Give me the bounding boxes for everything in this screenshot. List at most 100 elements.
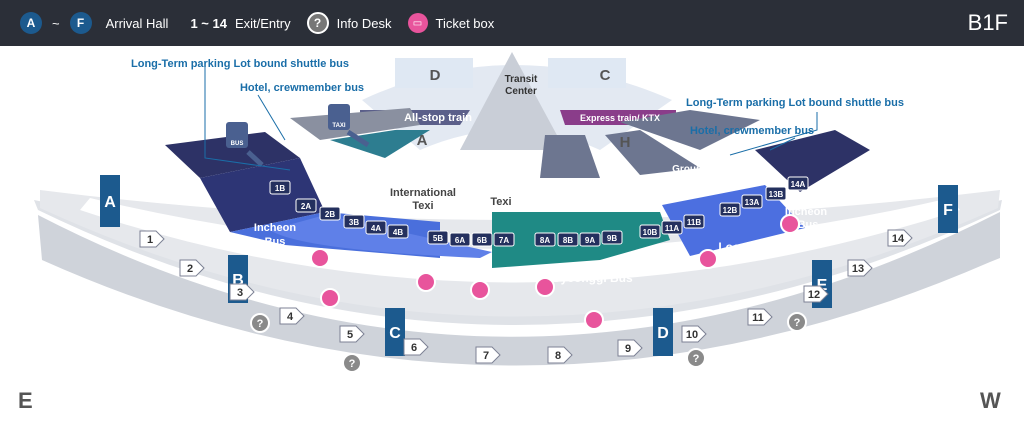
local-bus-bay: [662, 185, 805, 256]
stop-label-1b: 1B: [275, 184, 285, 193]
callout-long-term-right: [729, 112, 818, 156]
gate-b-label: B: [232, 272, 244, 289]
gate-f-pillar: [938, 185, 958, 233]
local-bus-label: Local Bus: [718, 240, 776, 254]
exit-label-12: 12: [808, 289, 820, 301]
exit-label-5: 5: [347, 329, 353, 341]
stop-marker-8b: [557, 232, 579, 247]
stop-label-8a: 8A: [540, 236, 550, 245]
group-bus-right-lower-bay: [605, 130, 700, 175]
exit-label-4: 4: [287, 311, 294, 323]
ticket-box-icon-1: [310, 248, 330, 268]
incheon-bus-left-upper: [165, 132, 300, 178]
info-desk-icon-4: [787, 312, 807, 332]
sidewalk: [80, 198, 960, 283]
info-desk-glyph-3: ?: [693, 353, 700, 365]
stop-label-6b: 6B: [477, 236, 487, 245]
stop-marker-9b: [601, 230, 623, 245]
gyeonggi-bus-label: Gyeonggi Bus: [551, 271, 633, 285]
info-desk-glyph-4: ?: [794, 317, 801, 329]
stop-marker-2b: [319, 206, 341, 221]
stop-marker-14a: [787, 176, 809, 191]
legend: A ~ F Arrival Hall 1 ~ 14 Exit/Entry ? I…: [20, 0, 494, 46]
exit-label-8: 8: [555, 350, 561, 362]
stop-marker-10b: [639, 224, 661, 239]
group-bus-label-mid: Group Bus: [540, 196, 592, 207]
group-bus-label-left: Group Bus: [324, 157, 376, 168]
ticket-box-icon: ▭: [407, 13, 428, 33]
stop-label-10b: 10B: [643, 228, 658, 237]
zone-h-label: H: [620, 134, 631, 151]
exit-marker-11: [747, 308, 773, 326]
ticket-box-icon-4: [470, 280, 490, 300]
incheon-bus-label-left-1: Incheon: [254, 222, 296, 234]
exit-marker-7: [475, 346, 501, 364]
group-bus-left-bay: [290, 108, 420, 140]
stop-marker-11b: [683, 214, 705, 229]
info-desk-icon: ?: [306, 12, 329, 34]
callout-hotel-left: [257, 94, 286, 141]
exit-marker-10: [681, 325, 707, 343]
ticket-box-icon-3: [416, 272, 436, 292]
stop-label-11b: 11B: [687, 218, 701, 227]
exit-range: 1 ~ 14: [190, 15, 227, 31]
floor-level: B1F: [967, 10, 1008, 35]
seoul-bus-label: Seoul Bus: [368, 260, 427, 274]
exit-label-13: 13: [852, 263, 864, 275]
exit-marker-2: [179, 259, 205, 277]
zone-c-area: [548, 58, 626, 88]
stop-label-11a: 11A: [665, 224, 679, 233]
stop-marker-12b: [719, 202, 741, 217]
bus-arrow: [246, 150, 264, 167]
ticket-box-label: Ticket box: [435, 15, 495, 31]
express-train-label: Express train/ KTX: [580, 113, 660, 123]
all-stop-train-label: All-stop train: [404, 112, 472, 124]
gate-c-pillar: [385, 308, 405, 356]
stop-label-4b: 4B: [393, 228, 403, 237]
callout-long-term-left: [204, 65, 291, 171]
stop-marker-7a: [493, 232, 515, 247]
exit-label-7: 7: [483, 350, 489, 362]
group-bus-mid-bay: [540, 135, 600, 178]
ticket-box-icon-7: [698, 249, 718, 269]
exit-entry-label: Exit/Entry: [234, 15, 291, 31]
exit-marker-3: [229, 283, 255, 301]
incheon-bus-label-left-2: Bus: [265, 236, 286, 248]
gate-c-label: C: [389, 325, 401, 342]
exit-marker-1: [139, 230, 165, 248]
stop-marker-1b: [269, 180, 291, 195]
taxi-icon-label: TAXI: [332, 123, 346, 129]
stop-label-13a: 13A: [745, 198, 760, 207]
compass-east: E: [18, 388, 33, 413]
stop-marker-3b: [343, 214, 365, 229]
range-separator: ~: [52, 15, 60, 31]
stop-marker-13a: [741, 194, 763, 209]
taxi-arrow: [346, 129, 370, 148]
callout-hotel-right: [769, 137, 796, 151]
international-taxi-label-2: Texi: [412, 200, 433, 212]
stop-marker-2a: [295, 198, 317, 213]
exit-marker-4: [279, 307, 305, 325]
info-desk-label: Info Desk: [336, 15, 392, 31]
incheon-bus-right-bay: [755, 130, 870, 192]
exit-label-3: 3: [237, 287, 243, 299]
legend-bar: A ~ F Arrival Hall 1 ~ 14 Exit/Entry ? I…: [0, 0, 1024, 46]
international-taxi-label-1: International: [390, 187, 456, 199]
exit-marker-8: [547, 346, 573, 364]
long-term-parking-label-right: Long-Term parking Lot bound shuttle bus: [686, 97, 904, 109]
group-bus-label-right-lower: Group Bus: [605, 187, 657, 198]
info-desk-glyph-2: ?: [349, 358, 356, 370]
ticket-box-icon-6: [584, 310, 604, 330]
stop-marker-11a: [661, 220, 683, 235]
stop-label-8b: 8B: [563, 236, 573, 245]
transit-center-cone: [460, 52, 565, 150]
stop-marker-8a: [534, 232, 556, 247]
long-term-parking-label-left: Long-Term parking Lot bound shuttle bus: [131, 58, 349, 70]
gate-a-label: A: [104, 194, 116, 211]
gate-e-label: E: [817, 277, 828, 294]
exit-label-9: 9: [625, 343, 631, 355]
exit-label-1: 1: [147, 234, 153, 246]
exit-label-11: 11: [752, 312, 764, 324]
